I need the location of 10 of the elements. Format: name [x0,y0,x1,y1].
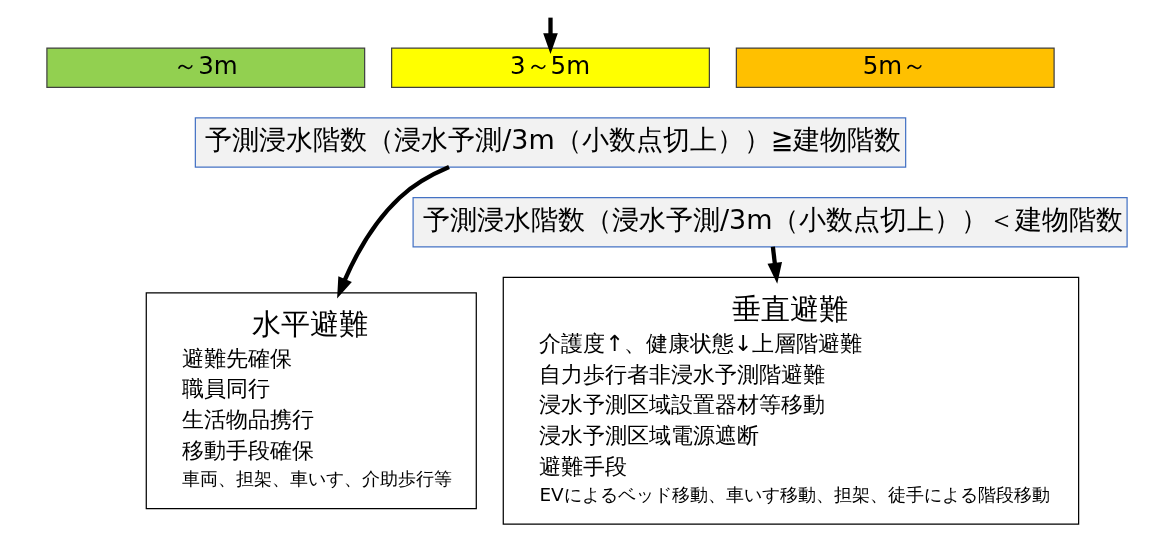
node-box: ～3m [45,47,365,88]
node-box: 予測浸水階数（浸水予測/3m（小数点切上））＜建物階数 [412,197,1128,248]
node-box: 垂直避難 介護度↑、健康状態↓上層階避難 自力歩行者非浸水予測階避難 浸水予測区域設置器材等移動 浸水予測区域電源遮断 避難手段 EVによるベッド移動、車いす移動、担架、徒手による階段移動 [502,276,1079,525]
node-box: 水平避難 避難先確保 職員同行 生活物品携行 移動手段確保 車両、担架、車いす、介助歩行等 [145,292,477,510]
arrow [336,165,450,299]
node-box: 予測浸水階数（浸水予測/3m（小数点切上））≧建物階数 [194,117,906,168]
node-box: 3～5m [390,47,710,88]
arrow [542,17,558,55]
node-box: 5m～ [735,47,1055,88]
arrow [767,246,782,284]
